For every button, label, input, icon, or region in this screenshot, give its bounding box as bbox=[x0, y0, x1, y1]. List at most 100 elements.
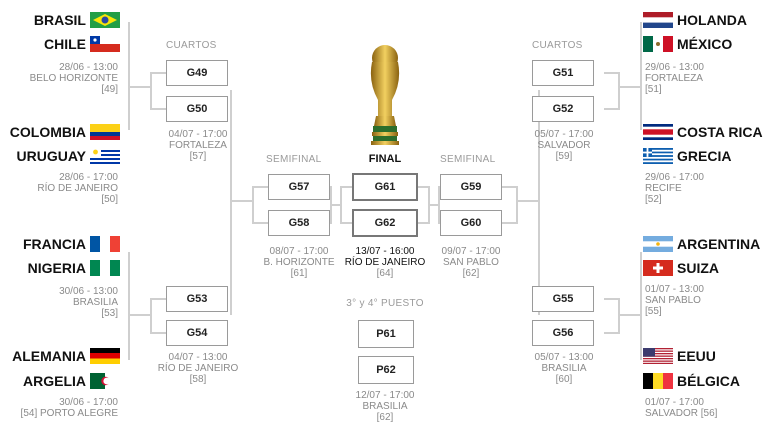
match-info: 30/06 - 13:00 BRASILIA [53] bbox=[59, 286, 118, 319]
team-name: BÉLGICA bbox=[677, 373, 740, 389]
connector bbox=[150, 298, 152, 334]
connector bbox=[418, 222, 430, 224]
match-number: [64] bbox=[376, 268, 394, 279]
brazil-flag-icon bbox=[90, 12, 120, 28]
match-date: 13/07 - 16:00 bbox=[355, 246, 415, 257]
match-info: 28/06 - 17:00 RÍO DE JANEIRO [50] bbox=[37, 172, 118, 205]
match-box-g60[interactable]: G60 bbox=[440, 210, 502, 236]
match-date: 28/06 - 13:00 bbox=[59, 62, 118, 73]
connector bbox=[230, 90, 232, 315]
connector bbox=[150, 332, 166, 334]
algeria-flag-icon bbox=[90, 373, 120, 389]
match-number: [61] bbox=[290, 268, 308, 279]
match-number: [52] bbox=[645, 194, 662, 205]
connector bbox=[252, 186, 268, 188]
match-info: 09/07 - 17:00 SAN PABLO [62] bbox=[428, 246, 514, 279]
team-name: ALEMANIA bbox=[12, 348, 86, 364]
match-box-g62[interactable]: G62 bbox=[352, 209, 418, 237]
connector bbox=[620, 86, 640, 88]
netherlands-flag-icon bbox=[643, 12, 673, 28]
match-box-g57[interactable]: G57 bbox=[268, 174, 330, 200]
match-info: 28/06 - 13:00 BELO HORIZONTE [49] bbox=[30, 62, 118, 95]
match-date: 05/07 - 13:00 bbox=[534, 352, 594, 363]
match-box-g61[interactable]: G61 bbox=[352, 173, 418, 201]
match-box-g59[interactable]: G59 bbox=[440, 174, 502, 200]
match-info: 04/07 - 13:00 RÍO DE JANEIRO [58] bbox=[150, 352, 246, 385]
match-info: 12/07 - 17:00 BRASILIA [62] bbox=[335, 390, 435, 423]
match-info: 01/07 - 17:00 SALVADOR [56] bbox=[645, 397, 717, 419]
match-box-g52[interactable]: G52 bbox=[532, 96, 594, 122]
connector bbox=[502, 186, 518, 188]
world-cup-trophy-icon bbox=[362, 42, 408, 146]
match-box-g56[interactable]: G56 bbox=[532, 320, 594, 346]
round-label: SEMIFINAL bbox=[266, 154, 322, 165]
match-number: [59] bbox=[555, 151, 573, 162]
match-venue: B. HORIZONTE bbox=[263, 257, 335, 268]
france-flag-icon bbox=[90, 236, 120, 252]
match-box-g58[interactable]: G58 bbox=[268, 210, 330, 236]
match-number: [51] bbox=[645, 84, 662, 95]
team-name: CHILE bbox=[44, 36, 86, 52]
match-number: [62] bbox=[462, 268, 480, 279]
third-place-label: 3° y 4° PUESTO bbox=[346, 298, 424, 309]
connector bbox=[128, 252, 130, 360]
match-info: 29/06 - 13:00 FORTALEZA [51] bbox=[645, 62, 704, 95]
connector bbox=[640, 252, 642, 360]
connector bbox=[150, 298, 166, 300]
match-date: 01/07 - 13:00 bbox=[645, 284, 704, 295]
match-box-g54[interactable]: G54 bbox=[166, 320, 228, 346]
match-box-g51[interactable]: G51 bbox=[532, 60, 594, 86]
team-name: HOLANDA bbox=[677, 12, 747, 28]
match-info: 05/07 - 17:00 SALVADOR [59] bbox=[522, 129, 606, 162]
costa-rica-flag-icon bbox=[643, 124, 673, 140]
team-name: BRASIL bbox=[33, 12, 86, 28]
match-number: [58] bbox=[189, 374, 207, 385]
match-info: 30/06 - 17:00 [54] PORTO ALEGRE bbox=[21, 397, 118, 419]
round-label: CUARTOS bbox=[166, 40, 217, 51]
match-date: 01/07 - 17:00 bbox=[645, 397, 704, 408]
match-info: 04/07 - 17:00 FORTALEZA [57] bbox=[156, 129, 240, 162]
connector bbox=[604, 332, 620, 334]
team-name: EEUU bbox=[677, 348, 716, 364]
connector bbox=[130, 314, 150, 316]
connector bbox=[438, 186, 440, 224]
argentina-flag-icon bbox=[643, 236, 673, 252]
connector bbox=[502, 222, 518, 224]
match-box-g50[interactable]: G50 bbox=[166, 96, 228, 122]
match-date: 09/07 - 17:00 bbox=[441, 246, 501, 257]
match-box-p62[interactable]: P62 bbox=[358, 356, 414, 384]
germany-flag-icon bbox=[90, 348, 120, 364]
team-name: URUGUAY bbox=[16, 148, 87, 164]
match-box-p61[interactable]: P61 bbox=[358, 320, 414, 348]
final-label: FINAL bbox=[368, 153, 402, 165]
match-date: 28/06 - 17:00 bbox=[59, 172, 118, 183]
connector bbox=[518, 200, 538, 202]
connector bbox=[618, 298, 620, 334]
match-venue: [54] PORTO ALEGRE bbox=[20, 408, 118, 419]
uruguay-flag-icon bbox=[90, 148, 120, 164]
belgium-flag-icon bbox=[643, 373, 673, 389]
connector bbox=[128, 22, 130, 130]
match-date: 04/07 - 17:00 bbox=[168, 129, 228, 140]
match-date: 30/06 - 13:00 bbox=[59, 286, 118, 297]
connector bbox=[252, 222, 268, 224]
match-venue: RÍO DE JANEIRO bbox=[344, 257, 426, 268]
match-venue: SALVADOR bbox=[537, 140, 591, 151]
connector bbox=[618, 72, 620, 110]
match-date: 29/06 - 13:00 bbox=[645, 62, 704, 73]
match-venue: SAN PABLO bbox=[443, 257, 499, 268]
connector bbox=[428, 186, 430, 224]
match-box-g55[interactable]: G55 bbox=[532, 286, 594, 312]
connector bbox=[332, 204, 342, 206]
match-date: 05/07 - 17:00 bbox=[534, 129, 594, 140]
connector bbox=[130, 86, 150, 88]
match-venue: SAN PABLO bbox=[645, 295, 701, 306]
match-box-g49[interactable]: G49 bbox=[166, 60, 228, 86]
match-info: 08/07 - 17:00 B. HORIZONTE [61] bbox=[256, 246, 342, 279]
connector bbox=[252, 186, 254, 224]
match-venue: BRASILIA bbox=[541, 363, 587, 374]
connector bbox=[340, 186, 352, 188]
match-box-g53[interactable]: G53 bbox=[166, 286, 228, 312]
connector bbox=[604, 108, 620, 110]
connector bbox=[620, 314, 640, 316]
